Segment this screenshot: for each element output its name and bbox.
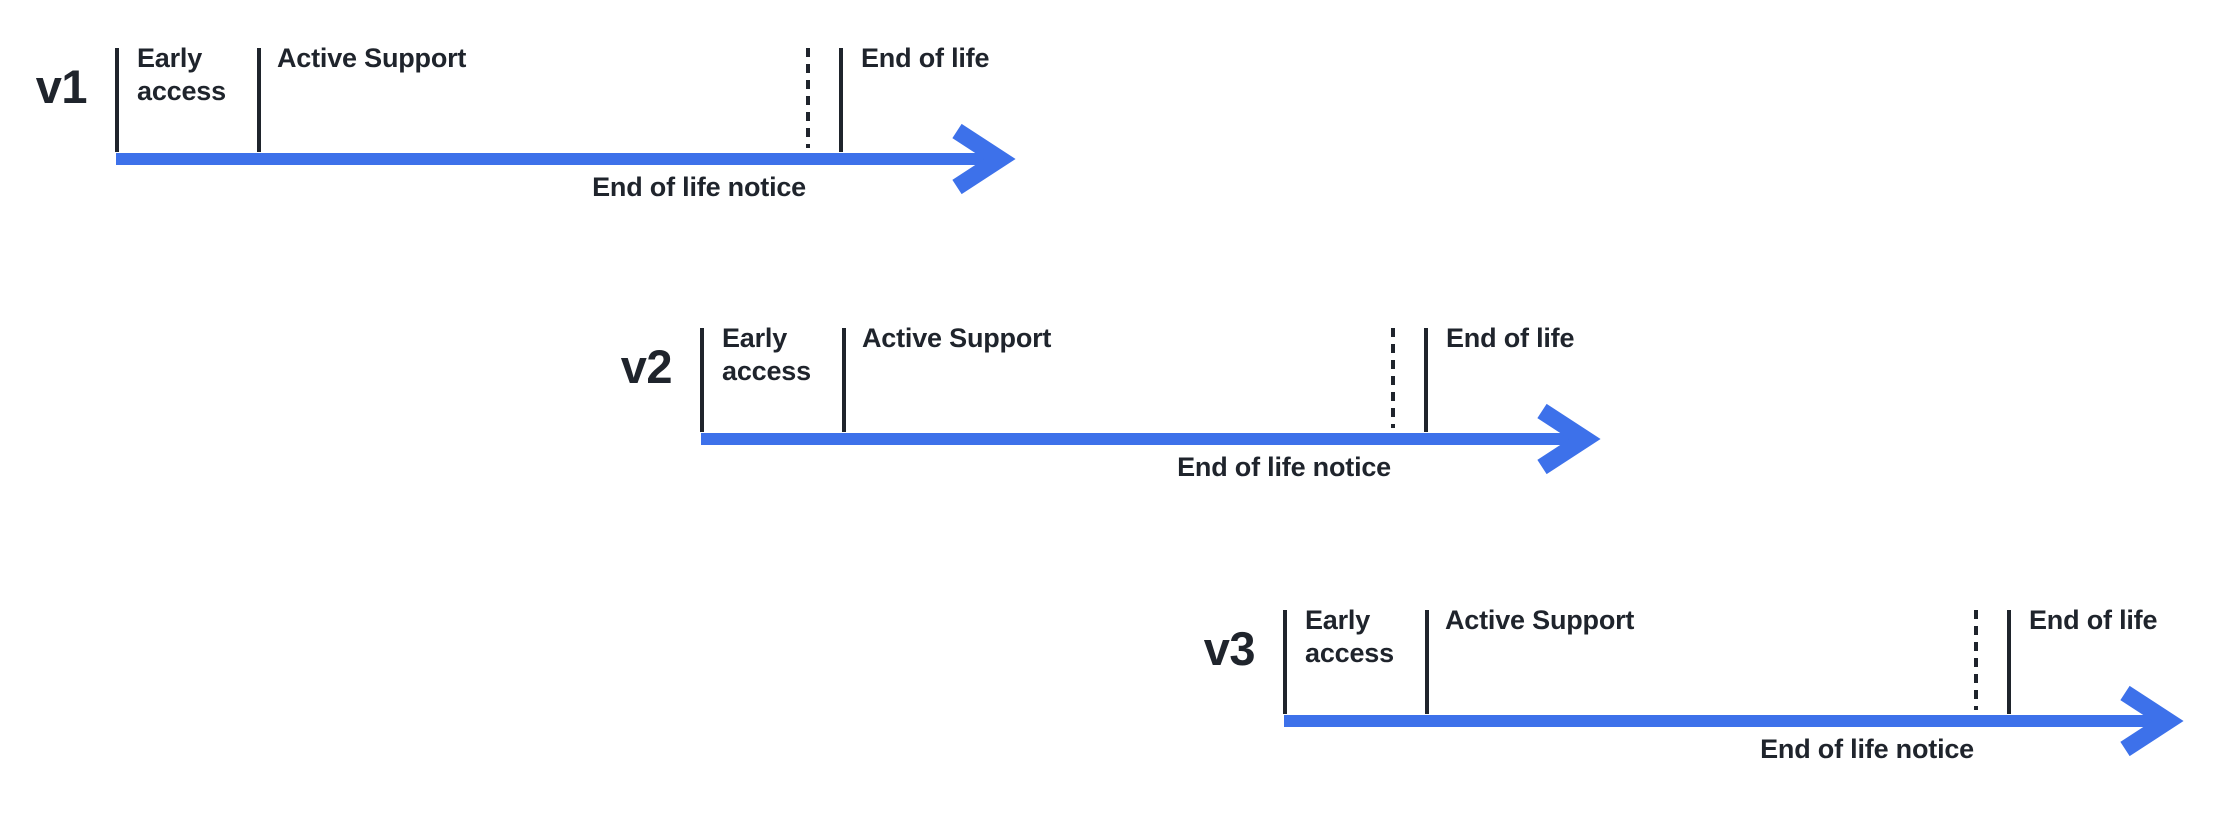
end-of-life-notice-label: End of life notice [1760, 734, 1974, 764]
active-support-label: Active Support [1445, 605, 1635, 635]
end-of-life-label: End of life [2029, 605, 2158, 635]
arrow-head-icon [2120, 685, 2184, 757]
early-access-label: Early access [137, 43, 226, 106]
early-access-start-tick [700, 328, 704, 432]
end-of-life-label: End of life [1446, 323, 1575, 353]
end-of-life-tick [2007, 610, 2011, 714]
end-of-life-notice-dashed-line [1391, 328, 1395, 428]
end-of-life-label: End of life [861, 43, 990, 73]
timeline-v3: v3 Early access Active Support End of li… [1204, 605, 2228, 840]
end-of-life-notice-label: End of life notice [592, 172, 806, 202]
active-support-start-tick [257, 48, 261, 152]
arrow-head-icon [1537, 403, 1601, 475]
early-access-label: Early access [1305, 605, 1394, 668]
early-access-label: Early access [722, 323, 811, 386]
active-support-label: Active Support [862, 323, 1052, 353]
version-label: v1 [35, 60, 88, 113]
end-of-life-tick [839, 48, 843, 152]
active-support-start-tick [842, 328, 846, 432]
end-of-life-notice-label: End of life notice [1177, 452, 1391, 482]
end-of-life-notice-dashed-line [806, 48, 810, 148]
version-lifecycle-diagram: { "colors": { "accent_blue": "#3D71EA", … [35, 43, 2184, 764]
timeline-arrow-bar [701, 433, 1578, 445]
timeline-v2: v2 Early access Active Support End of li… [621, 323, 1662, 558]
active-support-label: Active Support [277, 43, 467, 73]
end-of-life-tick [1424, 328, 1428, 432]
early-access-start-tick [1283, 610, 1287, 714]
timeline-v1: v1 Early access Active Support End of li… [36, 43, 1077, 278]
end-of-life-notice-dashed-line [1974, 610, 1978, 710]
timeline-arrow-bar [116, 153, 993, 165]
active-support-start-tick [1425, 610, 1429, 714]
version-label: v3 [1203, 622, 1256, 675]
timeline-arrow-bar [1284, 715, 2161, 727]
arrow-head-icon [952, 123, 1016, 195]
version-label: v2 [620, 340, 673, 393]
early-access-start-tick [115, 48, 119, 152]
